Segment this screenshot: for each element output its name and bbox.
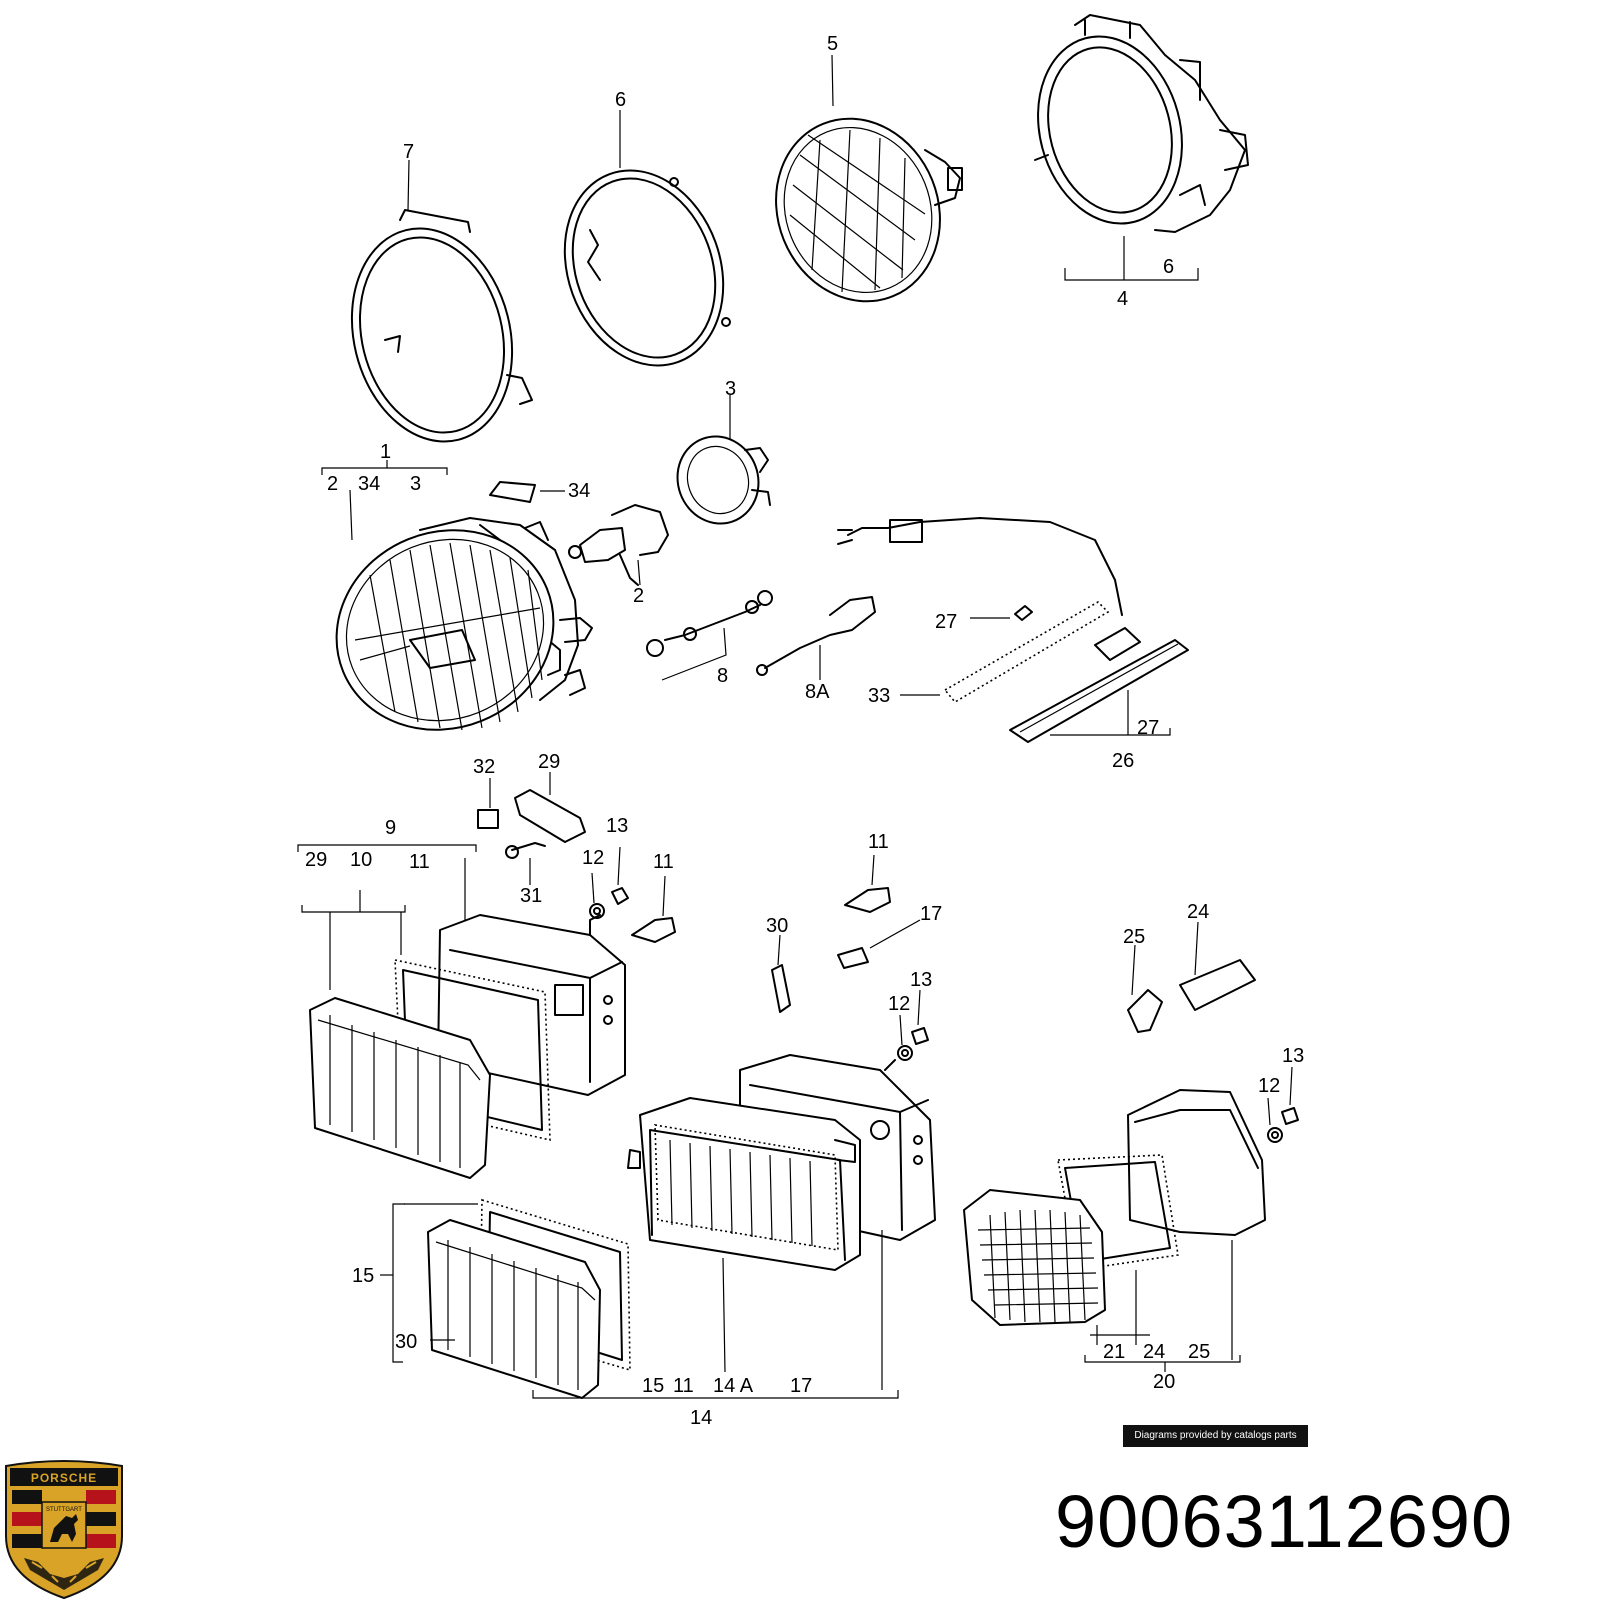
callout-30-side: 30 <box>395 1331 417 1353</box>
retaining-ring-part-6 <box>563 110 731 367</box>
adjuster-part-8a <box>756 596 876 680</box>
callout-1: 1 <box>380 441 391 463</box>
callout-29-bracket: 29 <box>538 751 560 773</box>
callout-11-upper: 11 <box>653 851 674 873</box>
callout-13-upper: 13 <box>606 815 628 837</box>
clip-part-34 <box>489 481 565 503</box>
brackets-part-29 <box>477 772 586 885</box>
callout-5: 5 <box>827 33 838 55</box>
callout-8: 8 <box>717 665 728 687</box>
callout-11-bottom: 11 <box>673 1375 694 1397</box>
callout-25-bulb: 25 <box>1123 926 1145 948</box>
callout-29-group: 29 <box>305 849 327 871</box>
callout-26: 26 <box>1112 750 1134 772</box>
callout-13-middle: 13 <box>910 969 932 991</box>
callout-9: 9 <box>385 817 396 839</box>
callout-15-side: 15 <box>352 1265 374 1287</box>
callout-7: 7 <box>403 141 414 163</box>
callout-11-right: 11 <box>868 831 889 853</box>
callout-31: 31 <box>520 885 542 907</box>
callout-25-group: 25 <box>1188 1341 1210 1363</box>
headlamp-assembly-part-1 <box>335 489 593 731</box>
hardware-small-parts <box>589 846 1299 1143</box>
callout-15-group: 15 <box>642 1375 664 1397</box>
callout-24-bulb: 24 <box>1187 901 1209 923</box>
sealed-beam-part-5 <box>775 54 963 303</box>
callout-24-group: 24 <box>1143 1341 1165 1363</box>
callout-3-group: 3 <box>410 473 421 495</box>
side-marker-part-26 <box>837 517 1189 743</box>
callout-34-clip: 34 <box>568 480 590 502</box>
callout-34-group: 34 <box>358 473 380 495</box>
callout-20: 20 <box>1153 1371 1175 1393</box>
callout-3-socket: 3 <box>725 378 736 400</box>
callout-2-group: 2 <box>327 473 338 495</box>
callout-6-ring: 6 <box>615 89 626 111</box>
callout-11-group: 11 <box>409 851 430 873</box>
bulb-part-2 <box>568 504 669 586</box>
crest-city-text: STUTTGART <box>46 1507 82 1513</box>
turn-signal-part-20 <box>963 1089 1266 1372</box>
callout-4: 4 <box>1117 288 1128 310</box>
callout-12-middle: 12 <box>888 993 910 1015</box>
crest-brand-text: PORSCHE <box>31 1471 97 1485</box>
callout-32: 32 <box>473 756 495 778</box>
trim-ring-part-7 <box>350 159 533 443</box>
socket-part-3 <box>676 395 771 525</box>
callout-12-upper: 12 <box>582 847 604 869</box>
callout-17-bulb: 17 <box>920 903 942 925</box>
callout-27-bulb: 27 <box>935 611 957 633</box>
part-number: 90063112690 <box>1055 1480 1514 1563</box>
callout-13-lower: 13 <box>1282 1045 1304 1067</box>
adjuster-part-8 <box>646 590 773 681</box>
callout-8a: 8A <box>805 681 830 703</box>
rect-headlight-part-9 <box>297 844 626 1179</box>
callout-10: 10 <box>350 849 372 871</box>
callout-33: 33 <box>868 685 890 707</box>
rect-headlight-part-14 <box>380 1054 936 1399</box>
callout-27-lens: 27 <box>1137 717 1159 739</box>
housing-bucket-part-4 <box>1034 14 1249 281</box>
callout-12-lower: 12 <box>1258 1075 1280 1097</box>
callout-labels: 5 6 7 6 4 3 1 2 34 3 34 2 27 8 8A 33 27 … <box>305 33 1304 1429</box>
callout-17-group: 17 <box>790 1375 812 1397</box>
callout-6-bucket: 6 <box>1163 256 1174 278</box>
porsche-crest-logo: PORSCHE STUTTGART <box>5 1460 123 1600</box>
callout-30-clip: 30 <box>766 915 788 937</box>
diagram-credit-badge: Diagrams provided by catalogs parts <box>1123 1425 1308 1447</box>
callout-14a: 14 A <box>713 1375 754 1397</box>
callout-2-bulb: 2 <box>633 585 644 607</box>
callout-21: 21 <box>1103 1341 1125 1363</box>
callout-14: 14 <box>690 1407 712 1429</box>
